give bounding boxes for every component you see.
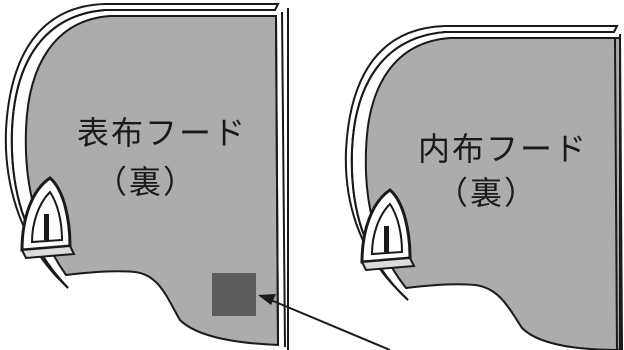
hood-fabric bbox=[24, 15, 280, 347]
arrow-icon bbox=[258, 294, 391, 350]
outer-fabric-hood-panel: 表布フード （裏） bbox=[4, 3, 289, 350]
inner-fabric-label-line2: （裏） bbox=[436, 174, 538, 212]
interfacing-patch bbox=[212, 273, 256, 316]
inner-fabric-hood-panel: 内布フード （裏） bbox=[344, 25, 623, 350]
hood-edge-layers bbox=[275, 8, 289, 350]
outer-fabric-label-line1: 表布フード bbox=[77, 114, 247, 152]
hood-edge-layers bbox=[614, 33, 623, 350]
iron-icon bbox=[20, 176, 76, 260]
iron-icon bbox=[360, 188, 416, 272]
outer-fabric-label-line2: （裏） bbox=[95, 163, 197, 201]
inner-fabric-label-line1: 内布フード bbox=[418, 130, 588, 168]
hood-fabric bbox=[364, 37, 621, 350]
